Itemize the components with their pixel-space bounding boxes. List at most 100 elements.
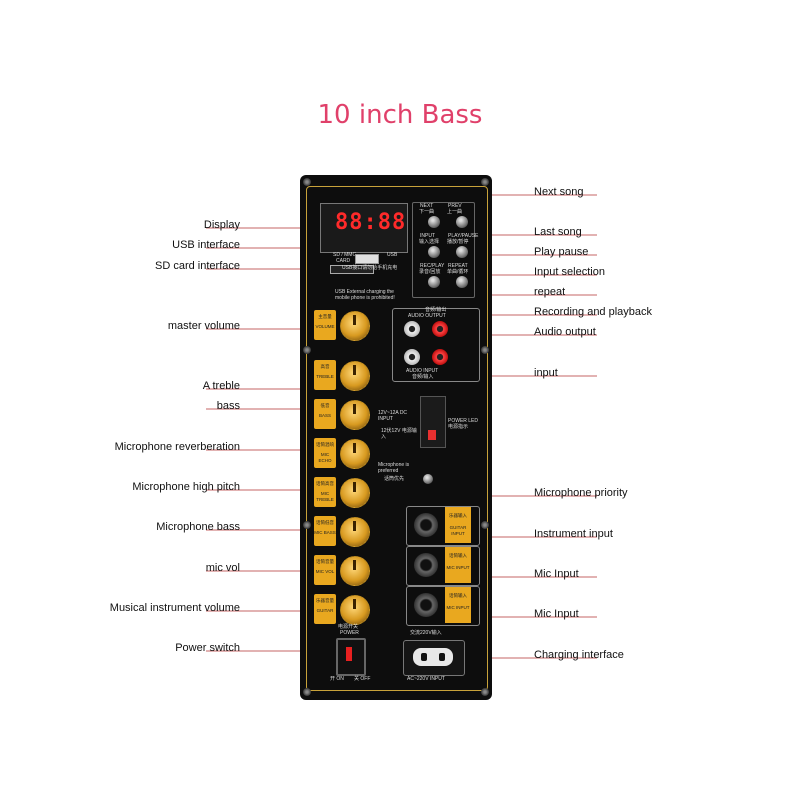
- ac-input-cn: 交流220V输入: [410, 630, 442, 636]
- power-led-cn: 电源指示: [448, 424, 469, 430]
- knob-label: GUITAR: [316, 608, 334, 613]
- knob-2[interactable]: [340, 400, 370, 430]
- panel-button-3[interactable]: [456, 246, 468, 258]
- power-led-label: POWER LED: [448, 418, 479, 424]
- sd-mmc-label: SD / MMC: [333, 252, 357, 258]
- panel-button-0[interactable]: [428, 216, 440, 228]
- callout-last-song: Last song: [534, 226, 582, 238]
- panel-button-5[interactable]: [456, 276, 468, 288]
- knob-label: BASS: [318, 413, 331, 418]
- power-switch[interactable]: [336, 638, 366, 676]
- callout-audio-output: Audio output: [534, 326, 596, 338]
- screw-icon: [303, 688, 311, 696]
- card-label: CARD: [336, 258, 351, 264]
- dc-terminal: [428, 430, 436, 440]
- callout-charging-interface: Charging interface: [534, 649, 624, 661]
- input-jack-1[interactable]: [414, 553, 438, 577]
- usb-note-cn: USB接口请勿给手机充电: [342, 265, 398, 271]
- screw-icon: [303, 178, 311, 186]
- mic-priority-switch[interactable]: [423, 474, 433, 484]
- jack-label: GUITAR INPUT: [449, 525, 467, 536]
- knob-label-cn: 乐器音量: [316, 598, 334, 603]
- callout-treble: A treble: [202, 380, 240, 392]
- knob-1[interactable]: [340, 361, 370, 391]
- knob-label: MIC ECHO: [318, 452, 332, 463]
- panel-button-4[interactable]: [428, 276, 440, 288]
- audio-output-cn: 音频/输出: [425, 307, 447, 313]
- knob-label: MIC VOL: [315, 569, 335, 574]
- knob-label-box: 话筒低音 MIC BASS: [314, 516, 336, 546]
- callout-next-song: Next song: [534, 186, 584, 198]
- callout-input: input: [534, 367, 558, 379]
- knob-6[interactable]: [340, 556, 370, 586]
- mic-priority-label: Microphone is preferred: [378, 462, 410, 474]
- button-label: PREV: [448, 203, 462, 209]
- knob-5[interactable]: [340, 517, 370, 547]
- ac-power-socket[interactable]: [413, 648, 453, 666]
- jack-label-cn: 话筒输入: [449, 593, 467, 598]
- callout-mic-reverb: Microphone reverberation: [114, 441, 240, 453]
- knob-label: VOLUME: [315, 324, 335, 329]
- knob-0[interactable]: [340, 311, 370, 341]
- jack-label-box: 乐器输入 GUITAR INPUT: [445, 507, 471, 543]
- callout-bass: bass: [216, 400, 240, 412]
- power-label: POWER: [340, 630, 359, 636]
- screw-icon: [481, 688, 489, 696]
- button-label-cn: 上一曲: [447, 209, 463, 215]
- knob-label: MIC TREBLE: [316, 491, 334, 502]
- off-label: 关 OFF: [354, 676, 371, 682]
- sd-card-slot[interactable]: [330, 265, 374, 274]
- knob-label-cn: 话筒低音: [316, 520, 334, 525]
- ac-input-label: AC~220V INPUT: [407, 676, 445, 682]
- input-jack-0[interactable]: [414, 513, 438, 537]
- button-label-cn: 输入选择: [419, 239, 440, 245]
- input-jack-2[interactable]: [414, 593, 438, 617]
- knob-3[interactable]: [340, 439, 370, 469]
- button-label-cn: 单曲/循环: [447, 269, 469, 275]
- dc-input-port[interactable]: [420, 396, 446, 448]
- audio-input-right-jack[interactable]: [432, 349, 448, 365]
- button-label-cn: 录音/回放: [419, 269, 441, 275]
- panel-frame: [306, 186, 488, 691]
- callout-sd-card-interface: SD card interface: [155, 260, 240, 272]
- audio-input-left-jack[interactable]: [404, 349, 420, 365]
- usb-port[interactable]: [355, 254, 379, 264]
- screw-icon: [481, 521, 489, 529]
- knob-label: TREBLE: [316, 374, 334, 379]
- audio-output-left-jack[interactable]: [404, 321, 420, 337]
- knob-label-cn: 高音: [320, 364, 330, 369]
- panel-button-2[interactable]: [428, 246, 440, 258]
- knob-label: MIC BASS: [314, 530, 336, 535]
- knob-label-box: 主音量 VOLUME: [314, 310, 336, 340]
- jack-box: [406, 546, 480, 586]
- button-label-cn: 下一曲: [419, 209, 435, 215]
- audio-output-label: AUDIO OUTPUT: [408, 313, 446, 319]
- knob-4[interactable]: [340, 478, 370, 508]
- audio-output-right-jack[interactable]: [432, 321, 448, 337]
- jack-box: [406, 506, 480, 546]
- button-label: REPEAT: [448, 263, 468, 269]
- callout-power-switch: Power switch: [175, 642, 240, 654]
- callout-display: Display: [203, 219, 240, 231]
- usb-label: USB: [387, 252, 398, 258]
- dc-input-cn: 12伏12V 电源输入: [381, 428, 417, 440]
- panel-button-1[interactable]: [456, 216, 468, 228]
- knob-7[interactable]: [340, 595, 370, 625]
- mic-priority-cn: 话筒优先: [384, 476, 405, 482]
- knob-label-cn: 主音量: [318, 314, 332, 319]
- jack-label-cn: 乐器输入: [449, 513, 467, 518]
- power-cn: 电源开关: [338, 624, 359, 630]
- dc-input-label: 12V~12A DC INPUT: [378, 410, 408, 422]
- knob-label-box: 乐器音量 GUITAR: [314, 594, 336, 624]
- callout-mic-priority: Microphone priority: [534, 487, 628, 499]
- callout-mic-vol: mic vol: [205, 562, 240, 574]
- callout-repeat: repeat: [534, 286, 566, 298]
- button-label-cn: 播放/暂停: [447, 239, 469, 245]
- screw-icon: [303, 346, 311, 354]
- jack-box: [406, 586, 480, 626]
